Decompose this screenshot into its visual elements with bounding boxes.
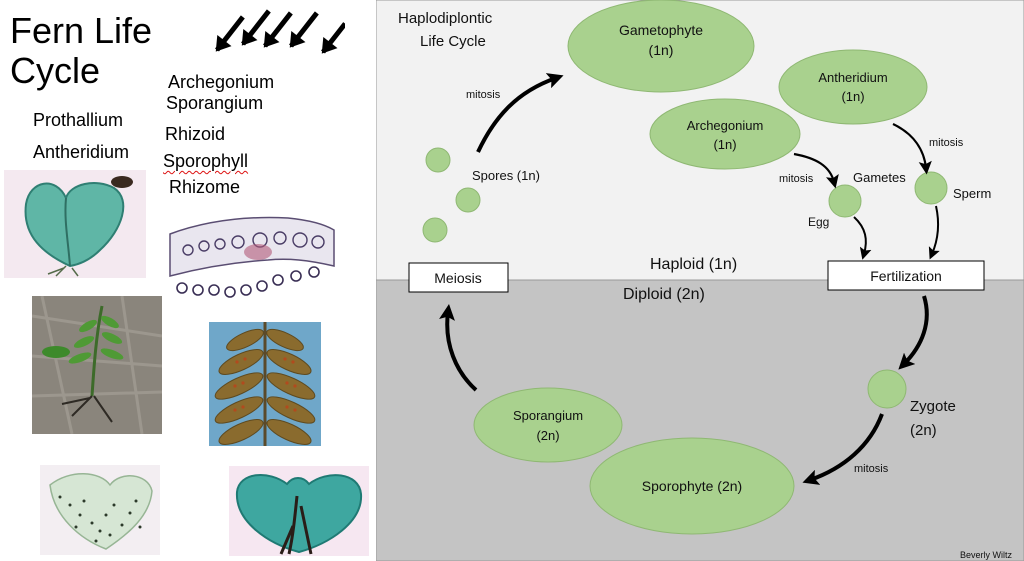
left-panel: Fern Life Cycle Archegonium Sporangium P… bbox=[0, 0, 376, 561]
mitosis-arrow-to-egg bbox=[793, 152, 839, 189]
zygote-label-line1: Zygote bbox=[910, 398, 956, 415]
mitosis-label-1: mitosis bbox=[466, 89, 501, 101]
mitosis-label-2: mitosis bbox=[779, 173, 814, 185]
meiosis-box bbox=[408, 262, 509, 293]
sporophyte-circle bbox=[589, 437, 795, 535]
gametes-label: Gametes bbox=[853, 170, 906, 185]
term-prothallium: Prothallium bbox=[33, 110, 124, 130]
egg-to-fertilization-arrow bbox=[853, 216, 872, 260]
term-sporangium: Sporangium bbox=[166, 93, 264, 113]
spore-circle bbox=[425, 147, 451, 173]
gametophyte-label: Gametophyte bbox=[619, 22, 703, 38]
sperm-label: Sperm bbox=[953, 186, 991, 201]
term-antheridium: Antheridium bbox=[33, 142, 130, 162]
spore-circle bbox=[455, 187, 481, 213]
diagram-title-line2: Life Cycle bbox=[420, 33, 486, 50]
sperm-to-fertilization-arrow bbox=[928, 205, 940, 260]
mitosis-arrow-to-sporophyte bbox=[802, 413, 884, 485]
term-sporophyll: Sporophyll bbox=[163, 151, 249, 171]
antheridium-label: Antheridium bbox=[818, 70, 887, 85]
life-cycle-diagram: Haplodiplontic Life Cycle Gametophyte (1… bbox=[376, 0, 1024, 561]
photo-prothallus bbox=[4, 170, 146, 278]
term-rhizoid: Rhizoid bbox=[165, 124, 226, 144]
mitosis-arrow-to-sperm bbox=[892, 123, 932, 175]
sperm-circle bbox=[914, 171, 948, 205]
archegonium-label: Archegonium bbox=[687, 118, 764, 133]
mitosis-arrow-to-gametophyte bbox=[476, 73, 564, 153]
archegonium-circle bbox=[649, 98, 801, 170]
fertilization-label: Fertilization bbox=[870, 268, 942, 284]
photo-prothallus-rhizoids bbox=[40, 465, 160, 555]
egg-circle bbox=[828, 184, 862, 218]
decorative-arrows bbox=[215, 9, 345, 54]
term-archegonium: Archegonium bbox=[168, 72, 275, 92]
photo-prothallus-heart bbox=[229, 466, 369, 556]
archegonium-ploidy: (1n) bbox=[713, 137, 736, 152]
haploid-label: Haploid (1n) bbox=[650, 256, 737, 273]
gametophyte-circle bbox=[567, 0, 755, 93]
mitosis-label-3: mitosis bbox=[929, 137, 964, 149]
zygote-label-line2: (2n) bbox=[910, 422, 937, 439]
zygote-circle bbox=[867, 369, 907, 409]
sporangium-circle bbox=[473, 387, 623, 463]
egg-label: Egg bbox=[808, 215, 829, 229]
arrow-icon bbox=[241, 9, 271, 46]
author-credit: Beverly Wiltz bbox=[960, 550, 1013, 560]
arrow-icon bbox=[263, 11, 293, 48]
fertilization-box bbox=[827, 260, 985, 291]
mitosis-label-4: mitosis bbox=[854, 463, 889, 475]
fertilization-to-zygote-arrow bbox=[898, 295, 929, 370]
spore-circle bbox=[422, 217, 448, 243]
page-title-line2: Cycle bbox=[10, 50, 101, 91]
diploid-label: Diploid (2n) bbox=[623, 286, 705, 303]
antheridium-circle bbox=[778, 49, 928, 125]
arrow-icon bbox=[289, 11, 319, 48]
page-title-line1: Fern Life bbox=[10, 10, 153, 51]
arrow-icon bbox=[215, 15, 245, 52]
spores-label: Spores (1n) bbox=[472, 168, 540, 183]
gametophyte-ploidy: (1n) bbox=[649, 42, 674, 58]
sporangium-label: Sporangium bbox=[513, 408, 583, 423]
arrow-icon bbox=[321, 22, 345, 54]
sporangium-ploidy: (2n) bbox=[536, 428, 559, 443]
sporangium-to-meiosis-arrow bbox=[439, 304, 478, 392]
term-rhizome: Rhizome bbox=[169, 177, 241, 197]
sporophyte-label: Sporophyte (2n) bbox=[642, 478, 742, 494]
diagram-title-line1: Haplodiplontic bbox=[398, 10, 493, 27]
antheridium-ploidy: (1n) bbox=[841, 89, 864, 104]
photo-young-sporophyte bbox=[32, 296, 162, 434]
meiosis-label: Meiosis bbox=[434, 270, 481, 286]
photo-sporophyll bbox=[209, 322, 321, 446]
photo-leaf-cross-section bbox=[168, 210, 336, 302]
